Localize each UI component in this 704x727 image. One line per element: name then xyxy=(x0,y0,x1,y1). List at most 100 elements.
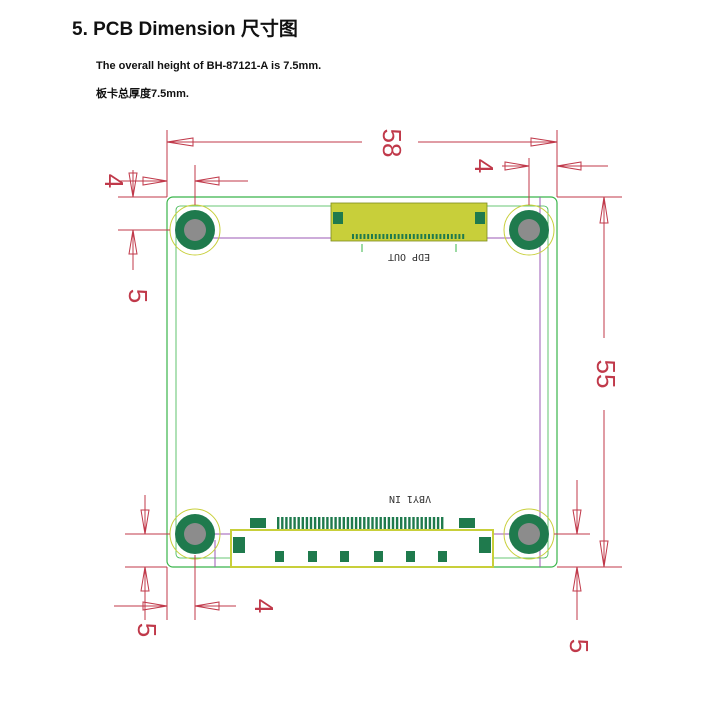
vby1-pin xyxy=(326,517,329,529)
vby1-pin xyxy=(318,517,321,529)
height-note: The overall height of BH-87121-A is 7.5m… xyxy=(96,60,322,72)
vby1-pin xyxy=(371,517,374,529)
mounting-hole-top-right xyxy=(503,204,555,256)
edp-pin xyxy=(382,234,385,239)
vby1-tab-tr xyxy=(459,518,475,528)
edp-pin xyxy=(397,234,400,239)
dimension-bottom-left-x: 4 xyxy=(114,555,279,620)
vby1-pin xyxy=(277,517,280,529)
edp-connector-tab-left xyxy=(333,212,343,224)
edp-connector-tab-right xyxy=(475,212,485,224)
pcb-inner-outline xyxy=(175,205,549,559)
edp-pin xyxy=(458,234,461,239)
vby1-pin xyxy=(395,517,399,529)
vby1-pin xyxy=(305,517,309,529)
vby1-pin xyxy=(338,517,341,529)
vby1-connector-pins xyxy=(277,517,444,529)
vby1-pin xyxy=(428,517,432,529)
edp-pin xyxy=(386,234,389,239)
vby1-foot xyxy=(438,551,447,562)
vby1-pin xyxy=(420,517,423,529)
vby1-pin xyxy=(400,517,403,529)
vby1-pin xyxy=(375,517,378,529)
vby1-pin xyxy=(350,517,354,529)
edp-pin xyxy=(454,234,457,239)
vby1-pin xyxy=(334,517,337,529)
vby1-pin xyxy=(297,517,300,529)
vby1-pin xyxy=(363,517,366,529)
vby1-pin xyxy=(379,517,382,529)
bottom-left-hole-y-value: 5 xyxy=(132,623,162,637)
edp-pin xyxy=(424,234,427,239)
vby1-pin xyxy=(313,517,317,529)
vby1-pin xyxy=(285,517,288,529)
vby1-in-label: VBY1 IN xyxy=(389,493,431,504)
vby1-pin xyxy=(424,517,427,529)
top-left-hole-y-value: 5 xyxy=(123,289,153,303)
vby1-tab-right xyxy=(479,537,491,553)
vby1-foot xyxy=(374,551,383,562)
vby1-pin xyxy=(289,517,292,529)
edp-pin xyxy=(443,234,446,239)
top-right-hole-x-value: 4 xyxy=(469,159,499,173)
dimension-top-left-y: 5 xyxy=(118,170,170,303)
edp-pin xyxy=(363,234,366,239)
vby1-pin xyxy=(281,517,284,529)
edp-out-connector: EDP OUT xyxy=(330,202,488,262)
vby1-pin xyxy=(309,517,313,529)
edp-connector-pins xyxy=(352,234,465,239)
vby1-pin xyxy=(367,517,370,529)
edp-pin xyxy=(390,234,392,239)
edp-out-label: EDP OUT xyxy=(388,251,430,262)
vby1-pin xyxy=(408,517,411,529)
vby1-pin xyxy=(301,517,304,529)
vby1-pin xyxy=(412,517,415,529)
mounting-hole-bottom-right xyxy=(503,508,555,560)
edp-pin xyxy=(355,234,358,239)
edp-pin xyxy=(378,234,381,239)
bottom-left-hole-x-value: 4 xyxy=(249,599,279,613)
vby1-pin xyxy=(436,517,440,529)
vby1-foot xyxy=(308,551,317,562)
edp-pin xyxy=(374,234,377,239)
thickness-note: 板卡总厚度7.5mm. xyxy=(96,88,189,100)
dimension-width: 58 xyxy=(166,129,558,197)
vby1-connector-feet xyxy=(275,551,447,562)
vby1-pin xyxy=(387,517,391,529)
edp-pin xyxy=(447,234,449,239)
edp-pin xyxy=(450,234,453,239)
vby1-pin xyxy=(416,517,419,529)
edp-pin xyxy=(401,234,404,239)
vby1-foot xyxy=(406,551,415,562)
vby1-pin xyxy=(293,517,296,529)
vby1-pin xyxy=(391,517,395,529)
vby1-foot xyxy=(275,551,284,562)
page-title: 5. PCB Dimension 尺寸图 xyxy=(72,19,298,40)
mounting-hole-top-left xyxy=(169,204,221,256)
dimension-top-left-x: 4 xyxy=(99,165,248,205)
vby1-in-connector: VBY1 IN xyxy=(230,493,494,568)
edp-pin xyxy=(416,234,419,239)
vby1-pin xyxy=(342,517,345,529)
edp-pin xyxy=(371,234,373,239)
dimension-bottom-left-y: 5 xyxy=(125,495,170,637)
vby1-tab-left xyxy=(233,537,245,553)
edp-pin xyxy=(428,234,430,239)
vby1-pin xyxy=(354,517,358,529)
edp-pin xyxy=(393,234,396,239)
height-value: 55 xyxy=(591,360,621,389)
vby1-pin xyxy=(432,517,436,529)
width-value: 58 xyxy=(377,129,407,158)
edp-pin xyxy=(352,234,354,239)
edp-pin xyxy=(420,234,423,239)
mounting-hole-bottom-left xyxy=(169,508,221,560)
edp-pin xyxy=(439,234,442,239)
vby1-pin xyxy=(404,517,407,529)
vby1-pin xyxy=(330,517,333,529)
bottom-right-hole-y-value: 5 xyxy=(564,639,594,653)
edp-pin xyxy=(367,234,370,239)
edp-pin xyxy=(431,234,434,239)
vby1-tab-tl xyxy=(250,518,266,528)
edp-pin xyxy=(435,234,438,239)
dimension-height: 55 xyxy=(557,196,622,568)
